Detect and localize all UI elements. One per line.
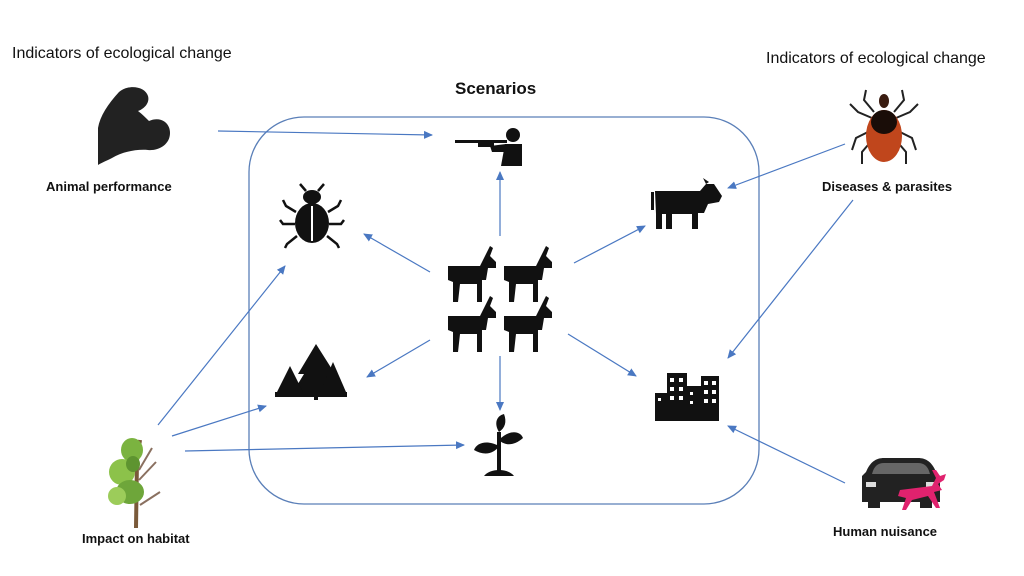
forest-icon <box>275 344 347 400</box>
label-human-nuisance: Human nuisance <box>833 524 938 539</box>
deer-icon <box>898 470 946 510</box>
city-buildings-icon <box>655 373 719 421</box>
label-animal-performance: Animal performance <box>46 179 172 194</box>
hunter-icon <box>455 128 522 166</box>
car-icon <box>862 458 940 508</box>
scenarios-title: Scenarios <box>455 79 537 98</box>
muscle-arm-icon <box>98 87 170 165</box>
tick-icon <box>849 89 919 164</box>
beetle-icon <box>279 183 345 249</box>
arrow-herd-to-city <box>567 333 637 377</box>
arrows <box>157 130 854 484</box>
seedling-icon <box>474 414 523 476</box>
arrow-habitat-to-seedling <box>184 441 465 452</box>
arrow-habitat-to-beetle <box>157 265 286 426</box>
label-diseases-parasites: Diseases & parasites <box>822 179 953 194</box>
cow-icon <box>651 178 722 229</box>
label-impact-habitat: Impact on habitat <box>82 531 190 546</box>
header-left: Indicators of ecological change <box>12 45 232 62</box>
arrow-herd-to-forest <box>366 339 431 378</box>
tree-icon <box>108 438 161 529</box>
deer-herd-icon <box>448 246 552 352</box>
scenarios-frame <box>248 116 760 505</box>
arrow-performance-to-hunter <box>217 130 433 139</box>
header-right: Indicators of ecological change <box>766 50 986 67</box>
arrow-tick-to-city <box>727 199 854 359</box>
arrow-habitat-to-forest <box>171 404 267 437</box>
arrow-herd-to-cow <box>573 225 646 264</box>
arrow-tick-to-cow <box>727 143 846 189</box>
arrow-nuisance-to-city <box>727 425 846 484</box>
arrow-herd-to-beetle <box>363 233 431 273</box>
